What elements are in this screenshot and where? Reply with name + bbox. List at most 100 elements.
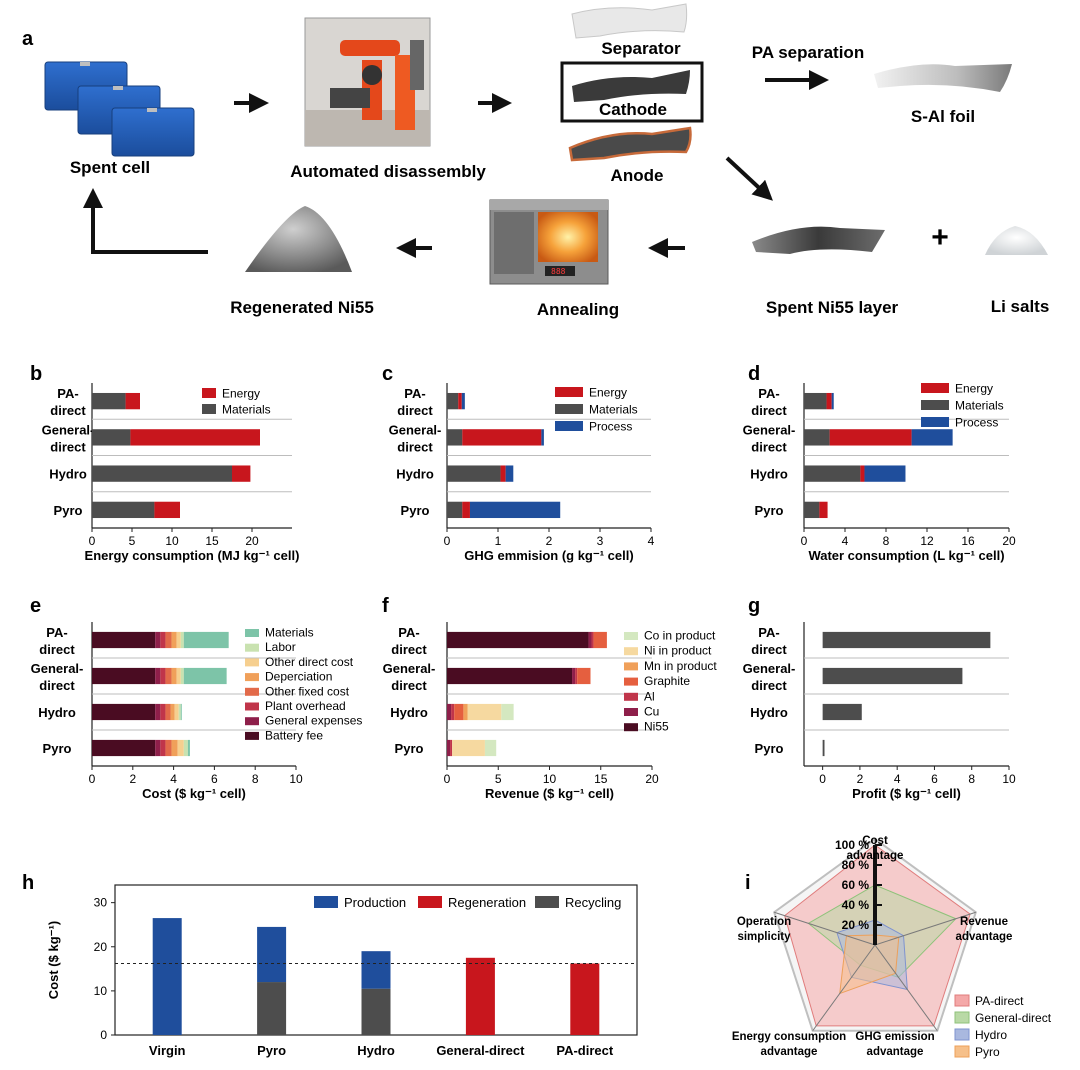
panel-e-letter: e [30, 595, 41, 617]
radar-spoke [874, 911, 976, 946]
x-tick-label: 2 [546, 534, 553, 548]
x-tick-label: 0 [444, 772, 451, 786]
legend-swatch [954, 1028, 970, 1041]
x-tick-label: 2 [857, 772, 864, 786]
bar-regeneration [570, 963, 600, 1035]
radar-axis-label-line: Energy consumption [732, 1031, 846, 1043]
legend-swatch [245, 643, 259, 652]
x-axis-title: Water consumption (L kg⁻¹ cell) [808, 548, 1004, 563]
al-foil-icon [874, 64, 1012, 92]
furnace-icon: 888 [489, 199, 609, 285]
bar-general-expenses [155, 703, 161, 721]
legend-label: Materials [265, 626, 314, 640]
radar-axis-label-line: advantage [847, 850, 904, 862]
legend-swatch [418, 896, 442, 908]
category-label-line: Pyro [401, 503, 430, 518]
category-label-line: direct [50, 403, 86, 418]
legend-label: Materials [589, 403, 638, 417]
category-label: Hydro [750, 705, 788, 720]
category-label: General-direct [42, 422, 95, 454]
bar-other-fixed-cost [165, 631, 172, 649]
category-label-line: General- [31, 661, 84, 676]
x-tick-label: 8 [252, 772, 259, 786]
bar-cu [447, 703, 452, 721]
legend-swatch [921, 400, 949, 410]
category-label: Hydro [750, 467, 788, 482]
legend-swatch [245, 717, 259, 726]
category-label-line: direct [39, 678, 75, 693]
anode-sheet-icon [568, 126, 692, 162]
bar-process [911, 429, 953, 446]
bar-depreciation [171, 667, 177, 685]
x-tick-label: 0 [801, 534, 808, 548]
x-tick-label: 4 [894, 772, 901, 786]
radar-tick-label: 20 % [842, 918, 870, 932]
bar-process [461, 392, 465, 410]
bar-other-fixed-cost [165, 739, 172, 757]
category-label-line: direct [751, 403, 787, 418]
powder-pile-icon [245, 206, 352, 272]
y-tick-label: 30 [94, 896, 108, 910]
category-label-line: General- [389, 422, 442, 437]
legend-label: Process [589, 420, 632, 434]
legend-label: PA-direct [975, 994, 1024, 1008]
bar-labor [180, 667, 184, 685]
x-tick-label: 16 [961, 534, 975, 548]
legend-swatch [921, 417, 949, 427]
legend-label: Mn in product [644, 659, 717, 673]
legend-label: Energy [589, 386, 627, 400]
category-label-line: PA- [758, 386, 779, 401]
category-label-line: direct [50, 439, 86, 454]
bar-ni55 [447, 667, 573, 685]
bar-process [831, 392, 834, 410]
x-tick-label: 8 [968, 772, 975, 786]
category-label: PA-direct [39, 625, 75, 657]
x-tick-label: 5 [129, 534, 136, 548]
bar-cu [572, 667, 576, 685]
category-label: General-direct [389, 422, 442, 454]
bar-graphite [454, 703, 464, 721]
panel-c-letter: c [382, 363, 393, 385]
legend-label: Materials [955, 399, 1004, 413]
bar-depreciation [171, 739, 178, 757]
bar-materials [804, 501, 820, 519]
category-label-line: PA- [404, 386, 425, 401]
legend-swatch [314, 896, 338, 908]
bar-production [152, 918, 182, 1035]
cathode-label: Cathode [599, 100, 667, 119]
bar-labor [180, 631, 184, 649]
bar-graphite [593, 631, 607, 649]
legend-swatch [245, 731, 259, 740]
bar-battery-fee [92, 739, 156, 757]
y-tick-label: 20 [94, 940, 108, 954]
flow-arrow-4 [725, 156, 773, 201]
bar-process [505, 465, 514, 482]
x-tick-label: 3 [597, 534, 604, 548]
legend-label: Cu [644, 705, 659, 719]
bar-depreciation [171, 631, 177, 649]
category-label: Hydro [396, 467, 434, 482]
category-label: PA-direct [751, 386, 787, 418]
x-tick-label: 10 [289, 772, 303, 786]
x-tick-label: 4 [842, 534, 849, 548]
panel-a-process-flow: a Spent cell Automated disassembly Separ… [22, 3, 1049, 319]
legend-swatch [245, 687, 259, 696]
li-salts-icon [985, 226, 1048, 255]
bar-materials [180, 703, 182, 721]
legend-swatch [624, 692, 638, 701]
x-tick-label: 0 [89, 772, 96, 786]
annealing-label: Annealing [537, 300, 619, 319]
bar-materials [447, 392, 459, 410]
x-tick-label: 20 [245, 534, 259, 548]
legend-swatch [202, 388, 216, 398]
radar-axis-label-line: Cost [862, 835, 888, 847]
radar-tick-label: 60 % [842, 878, 870, 892]
bar-other-direct-cost [177, 739, 184, 757]
automated-disassembly-label: Automated disassembly [290, 162, 486, 181]
legend-swatch [245, 673, 259, 682]
